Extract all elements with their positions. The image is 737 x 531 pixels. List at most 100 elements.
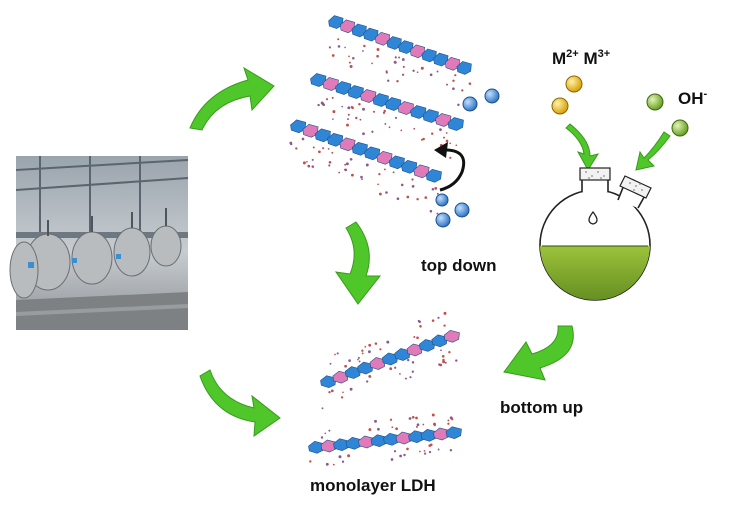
- interlayer-anion-dot: [452, 87, 455, 90]
- interlayer-anion-dot: [363, 45, 366, 47]
- interlayer-anion-dot: [361, 349, 364, 352]
- interlayer-anion-dot: [321, 407, 324, 410]
- interlayer-anion-dot: [449, 142, 452, 145]
- interlayer-anion-dot: [455, 144, 458, 147]
- interlayer-anion-dot: [328, 391, 331, 394]
- octahedron: [419, 339, 436, 352]
- interlayer-anion-dot: [389, 367, 393, 371]
- interlayer-anion-dot: [289, 141, 293, 145]
- interlayer-anion-dot: [378, 192, 382, 196]
- interlayer-anion-dot: [449, 449, 453, 452]
- interlayer-anion-dot: [347, 106, 351, 110]
- interlayer-anion-dot: [388, 126, 391, 129]
- interlayer-anion-dot: [376, 48, 380, 51]
- interlayer-anion-dot: [374, 419, 377, 423]
- interlayer-anion-dot: [361, 50, 364, 52]
- interlayer-anion-dot: [443, 136, 445, 139]
- interlayer-anion-dot: [355, 116, 358, 120]
- interlayer-anion-dot: [385, 191, 388, 194]
- interlayer-anion-dot: [403, 453, 406, 457]
- interlayer-anion-dot: [337, 45, 341, 48]
- interlayer-anion-dot: [422, 137, 425, 141]
- interlayer-anion-dot: [431, 319, 435, 322]
- octahedron: [320, 375, 337, 389]
- octahedron: [445, 426, 462, 440]
- interlayer-anion-dot: [451, 418, 454, 421]
- interlayer-anion-dot: [422, 423, 425, 426]
- interlayer-anion-dot: [330, 389, 334, 393]
- interlayer-anion-dot: [411, 370, 414, 373]
- interlayer-anion-dot: [445, 132, 448, 134]
- interlayer-anion-dot: [368, 343, 372, 347]
- interlayer-anion-dot: [396, 197, 400, 201]
- interlayer-anion-dot: [411, 185, 415, 188]
- arrow-bottom-up: [503, 325, 574, 381]
- interlayer-anion-dot: [416, 336, 419, 340]
- interlayer-anion-dot: [446, 83, 448, 86]
- interlayer-anion-dot: [411, 361, 415, 364]
- interlayer-anion-dot: [344, 46, 346, 49]
- interlayer-anion-dot: [320, 436, 324, 439]
- interlayer-anion-dot: [379, 348, 382, 351]
- interlayer-anion-dot: [413, 127, 416, 130]
- interlayer-anion-dot: [347, 113, 350, 116]
- interlayer-anion-dot: [455, 359, 458, 362]
- interlayer-anion-dot: [347, 118, 349, 121]
- interlayer-anion-dot: [365, 163, 369, 167]
- monolayer-sheet-flat: [308, 413, 462, 466]
- interlayer-anion-dot: [302, 161, 306, 165]
- interlayer-anion-dot: [332, 110, 336, 114]
- interlayer-anion-dot: [338, 171, 341, 174]
- interlayer-anion-dot: [409, 376, 412, 379]
- interlayer-anion-dot: [441, 354, 445, 358]
- factory-photo-icon: [9, 156, 189, 330]
- interlayer-anion-dot: [318, 150, 321, 154]
- interlayer-anion-dot: [401, 73, 405, 76]
- interlayer-anion-dot: [406, 447, 409, 451]
- interlayer-anion-dot: [468, 82, 472, 85]
- metal-m1-symbol: M: [552, 49, 567, 68]
- interlayer-anion-dot: [439, 128, 442, 131]
- interlayer-anion-dot: [390, 458, 394, 461]
- interlayer-anion-dot: [295, 147, 298, 150]
- interlayer-anion-dot: [442, 360, 446, 364]
- interlayer-anion-dot: [430, 443, 433, 446]
- interlayer-anion-dot: [368, 428, 372, 432]
- interlayer-anion-dot: [377, 183, 379, 186]
- octahedron: [381, 352, 399, 366]
- interlayer-anion-dot: [340, 396, 344, 399]
- interlayer-anion-dot: [392, 171, 395, 174]
- interlayer-anion-dot: [371, 62, 373, 65]
- interlayer-anion-dot: [457, 103, 460, 107]
- interlayer-anion-dot: [348, 55, 350, 58]
- interlayer-anion-dot: [399, 373, 401, 375]
- interlayer-anion-dot: [411, 178, 414, 181]
- interlayer-anion-dot: [346, 123, 349, 127]
- interlayer-anion-dot: [324, 432, 327, 435]
- interlayer-anion-dot: [429, 73, 433, 77]
- interlayer-anion-dot: [342, 391, 344, 394]
- interlayer-anion-dot: [328, 46, 332, 49]
- interlayer-anion-dot: [437, 448, 440, 451]
- interlayer-anion-dot: [344, 163, 347, 166]
- interlayer-anion-dot: [364, 345, 367, 348]
- interlayer-anion-dot: [394, 116, 398, 119]
- octahedron: [394, 348, 411, 361]
- interlayer-anion-dot: [440, 349, 442, 352]
- interlayer-anion-dot: [420, 66, 424, 70]
- interlayer-anion-dot: [348, 359, 351, 362]
- metal-ions-label: M2+ M3+: [552, 48, 610, 69]
- interlayer-anion-dot: [449, 156, 452, 159]
- interlayer-anion-dot: [344, 364, 347, 368]
- interlayer-anion-dot: [417, 319, 420, 323]
- interlayer-anion-dot: [362, 107, 365, 111]
- exfoliant-balls: [435, 88, 500, 228]
- interlayer-anion-dot: [419, 325, 422, 328]
- interlayer-anion-dot: [400, 129, 403, 132]
- interlayer-anion-dot: [400, 183, 404, 187]
- interlayer-anion-dot: [389, 418, 393, 421]
- interlayer-anion-dot: [312, 146, 315, 149]
- interlayer-anion-dot: [407, 358, 410, 362]
- interlayer-anion-dot: [387, 79, 390, 82]
- interlayer-anion-dot: [317, 103, 320, 107]
